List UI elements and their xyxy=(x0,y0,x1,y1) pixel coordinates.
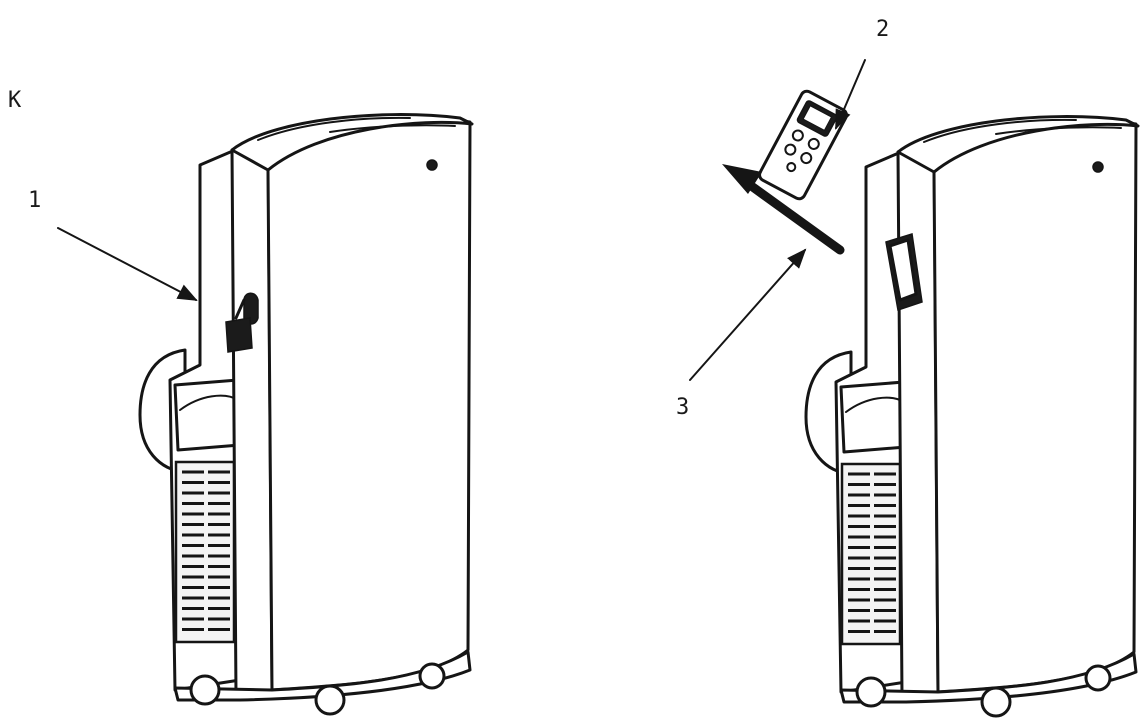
callout-1: 1 xyxy=(28,188,41,213)
callout-2: 2 xyxy=(876,17,889,42)
callout-2-leader xyxy=(835,59,866,130)
air-conditioner-unit-left xyxy=(138,113,474,716)
callout-3-leader xyxy=(689,248,807,381)
figure-letter: K xyxy=(8,88,22,113)
callout-3: 3 xyxy=(676,395,689,420)
callout-1-leader xyxy=(57,227,198,301)
air-conditioner-unit-right xyxy=(804,115,1140,718)
remote-control xyxy=(758,89,848,201)
insertion-arrow xyxy=(722,164,845,255)
